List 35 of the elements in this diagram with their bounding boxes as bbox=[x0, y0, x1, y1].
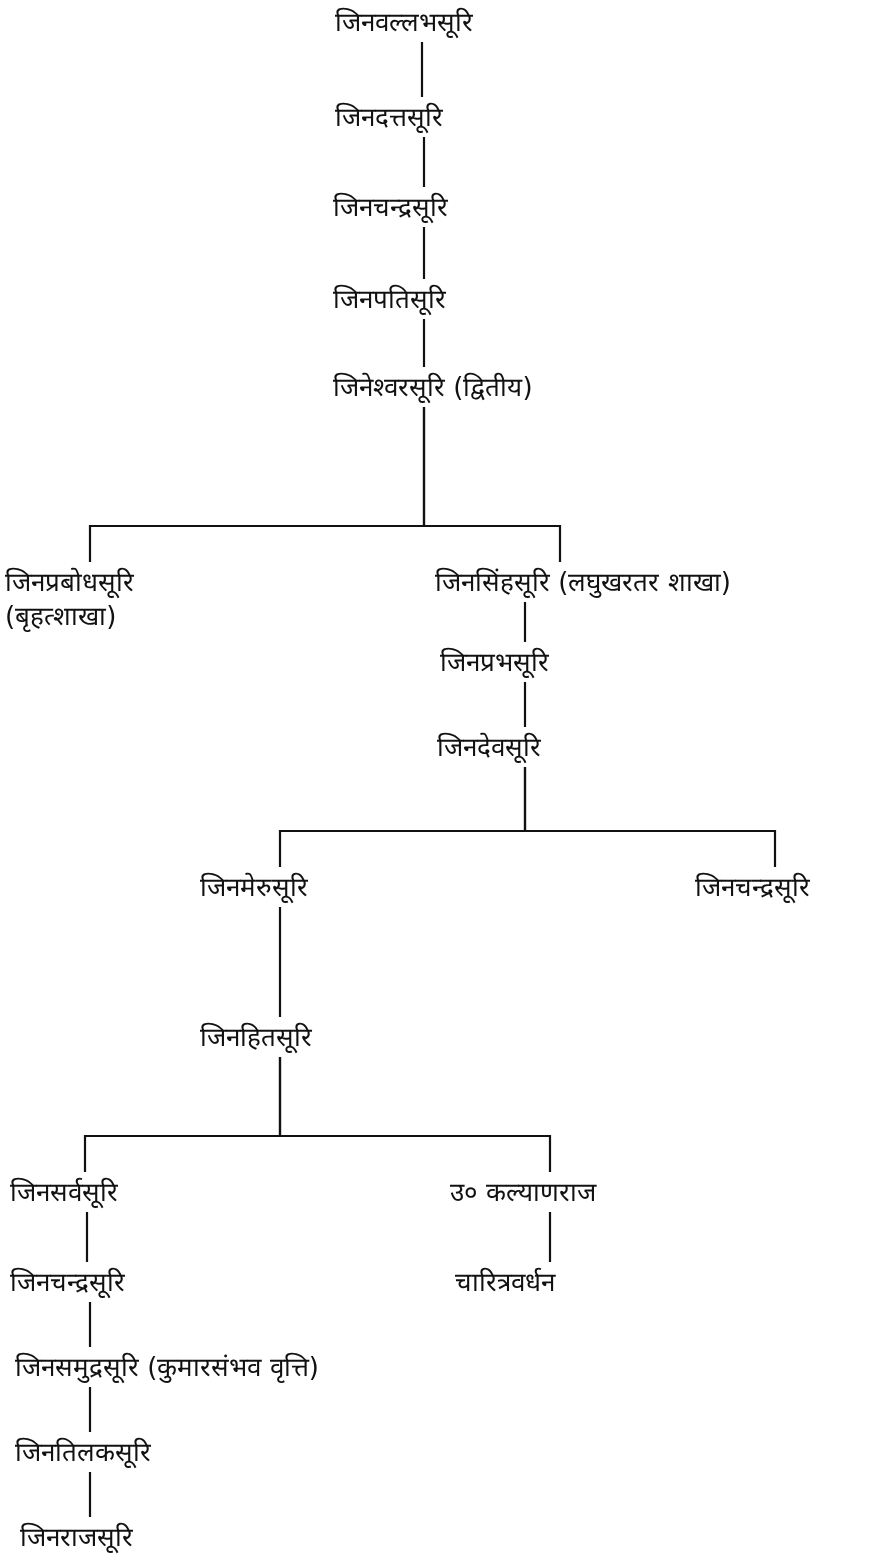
name-label: जिनहितसूरि bbox=[200, 1021, 312, 1054]
connector-line bbox=[88, 1472, 92, 1517]
name-label: (बृहत्शाखा) bbox=[5, 600, 118, 633]
connector-line bbox=[548, 1212, 552, 1262]
name-label: जिनचन्द्रसूरि bbox=[695, 871, 810, 904]
name-label: जिनसिंहसूरि (लघुखरतर शाखा) bbox=[435, 566, 731, 599]
name-label: जिनवल्लभसूरि bbox=[335, 6, 473, 39]
connector-line bbox=[88, 1302, 92, 1347]
name-label: जिनप्रबोधसूरि bbox=[5, 566, 134, 599]
name-label: जिनदेवसूरि bbox=[437, 731, 541, 764]
name-label: जिनमेरुसूरि bbox=[200, 871, 308, 904]
name-label: जिनप्रभसूरि bbox=[440, 646, 549, 679]
name-label: जिनराजसूरि bbox=[20, 1521, 133, 1554]
name-label: जिनचन्द्रसूरि bbox=[333, 191, 448, 224]
connector-line bbox=[88, 1387, 92, 1432]
connector-line bbox=[85, 1212, 89, 1262]
name-label: जिनदत्तसूरि bbox=[335, 101, 443, 134]
connector-line bbox=[523, 767, 777, 867]
name-label: जिनसर्वसूरि bbox=[10, 1176, 118, 1209]
name-label: चारित्रवर्धन bbox=[455, 1266, 555, 1299]
name-label: जिनतिलकसूरि bbox=[15, 1436, 151, 1469]
connector-line bbox=[420, 42, 424, 97]
name-label: जिनपतिसूरि bbox=[333, 283, 446, 316]
name-label: जिनेश्वरसूरि (द्वितीय) bbox=[333, 371, 533, 404]
connector-line bbox=[422, 227, 426, 279]
name-label: उ० कल्याणराज bbox=[450, 1176, 597, 1209]
connector-line bbox=[278, 907, 282, 1017]
connector-line bbox=[422, 319, 426, 367]
connector-line bbox=[523, 682, 527, 727]
connector-line bbox=[422, 137, 426, 187]
connector-line bbox=[422, 407, 562, 562]
connector-line bbox=[523, 602, 527, 642]
name-label: जिनसमुद्रसूरि (कुमारसंभव वृत्ति) bbox=[15, 1351, 319, 1384]
connector-line bbox=[278, 1057, 552, 1172]
name-label: जिनचन्द्रसूरि bbox=[10, 1266, 125, 1299]
